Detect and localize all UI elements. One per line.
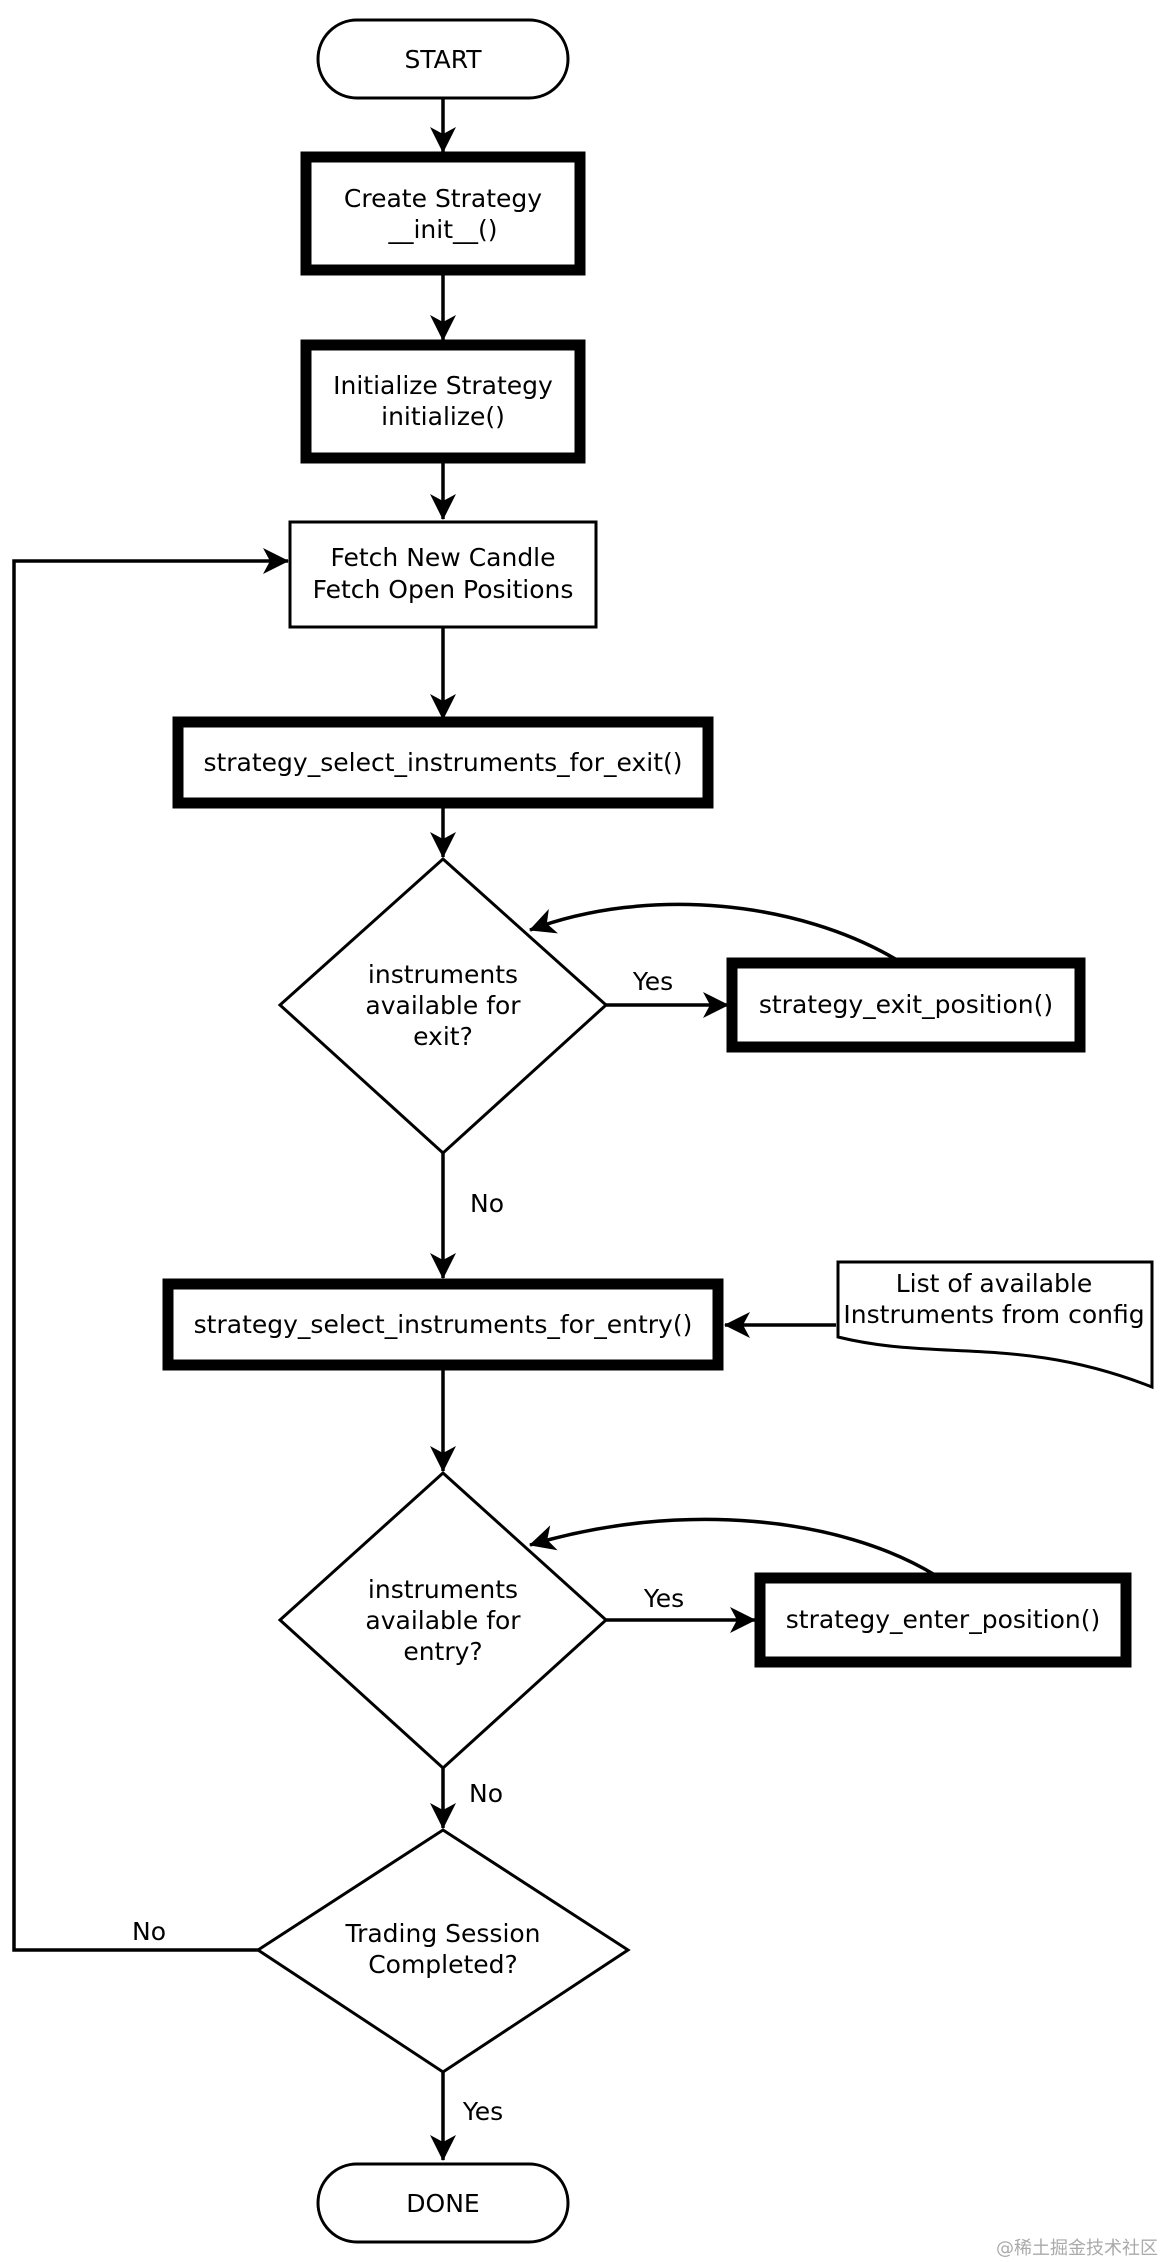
arrow-session-no-loop bbox=[12, 548, 289, 1952]
fetch-candle-label: Fetch New Candle bbox=[330, 543, 555, 572]
entry-decision-line2: available for bbox=[365, 1606, 521, 1635]
session-yes-label: Yes bbox=[462, 2097, 503, 2126]
entry-no-label: No bbox=[469, 1779, 503, 1808]
create-strategy-label: Create Strategy bbox=[344, 184, 542, 213]
entry-decision-line3: entry? bbox=[403, 1637, 482, 1666]
session-decision-line1: Trading Session bbox=[344, 1919, 540, 1948]
config-line2: Instruments from config bbox=[843, 1300, 1144, 1329]
exit-position-label: strategy_exit_position() bbox=[759, 990, 1053, 1019]
exit-decision-line1: instruments bbox=[368, 960, 518, 989]
initialize-strategy-label: Initialize Strategy bbox=[333, 371, 553, 400]
select-exit-box: strategy_select_instruments_for_exit() bbox=[172, 716, 714, 809]
entry-decision-line1: instruments bbox=[368, 1575, 518, 1604]
watermark-text: @稀土掘金技术社区 bbox=[996, 2238, 1158, 2259]
session-decision-line2: Completed? bbox=[368, 1950, 518, 1979]
exit-decision-line2: available for bbox=[365, 991, 521, 1020]
exit-decision: instruments available for exit? bbox=[277, 856, 609, 1156]
arrow-enter-position-back bbox=[529, 1517, 936, 1577]
session-decision: Trading Session Completed? bbox=[255, 1828, 631, 2074]
done-label: DONE bbox=[406, 2189, 479, 2218]
enter-position-box: strategy_enter_position() bbox=[754, 1572, 1132, 1668]
create-strategy-method: __init__() bbox=[387, 215, 497, 244]
exit-position-box: strategy_exit_position() bbox=[726, 957, 1086, 1053]
arrow-exit-position-back bbox=[529, 902, 898, 962]
initialize-strategy-box: Initialize Strategy initialize() bbox=[300, 339, 586, 464]
config-line1: List of available bbox=[896, 1269, 1093, 1298]
entry-decision: instruments available for entry? bbox=[277, 1470, 609, 1771]
select-entry-box: strategy_select_instruments_for_entry() bbox=[162, 1278, 724, 1371]
session-no-label: No bbox=[132, 1917, 166, 1946]
start-terminal: START bbox=[316, 18, 570, 100]
fetch-box: Fetch New Candle Fetch Open Positions bbox=[288, 520, 598, 629]
create-strategy-box: Create Strategy __init__() bbox=[300, 151, 586, 276]
exit-decision-line3: exit? bbox=[413, 1022, 473, 1051]
enter-position-label: strategy_enter_position() bbox=[786, 1605, 1101, 1634]
select-entry-label: strategy_select_instruments_for_entry() bbox=[194, 1310, 693, 1339]
done-terminal: DONE bbox=[316, 2162, 570, 2244]
initialize-strategy-method: initialize() bbox=[381, 402, 505, 431]
exit-no-label: No bbox=[470, 1189, 504, 1218]
entry-yes-label: Yes bbox=[643, 1584, 684, 1613]
exit-yes-label: Yes bbox=[632, 967, 673, 996]
config-document: List of available Instruments from confi… bbox=[836, 1260, 1154, 1390]
start-label: START bbox=[404, 45, 482, 74]
connectors bbox=[12, 98, 936, 2161]
select-exit-label: strategy_select_instruments_for_exit() bbox=[203, 748, 682, 777]
fetch-positions-label: Fetch Open Positions bbox=[313, 575, 574, 604]
